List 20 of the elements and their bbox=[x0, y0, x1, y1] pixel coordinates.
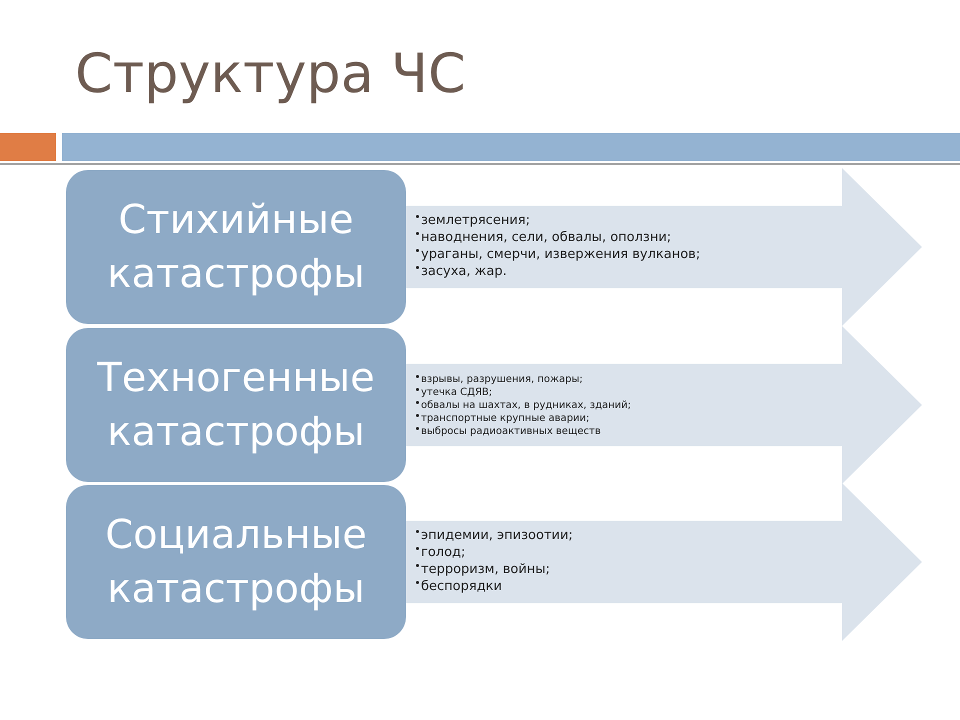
category-box: Социальные катастрофы bbox=[66, 485, 406, 639]
bullet-item: утечка СДЯВ; bbox=[421, 386, 492, 398]
bullet-item: обвалы на шахтах, в рудниках, зданий; bbox=[421, 398, 632, 412]
bullet-item: эпидемии, эпизоотии; bbox=[421, 528, 573, 546]
bullet-item: засуха, жар. bbox=[421, 264, 507, 281]
bullet-item: голод; bbox=[421, 545, 466, 562]
arrow-shape bbox=[406, 168, 922, 326]
bullet-item: транспортные крупные аварии; bbox=[421, 412, 590, 424]
bullet-item: ураганы, смерчи, извержения вулканов; bbox=[421, 247, 700, 264]
category-box: Техногенные катастрофы bbox=[66, 328, 406, 482]
bullet-item: беспорядки bbox=[421, 578, 502, 596]
bullet-item: взрывы, разрушения, пожары; bbox=[421, 372, 583, 386]
bullet-item: терроризм, войны; bbox=[421, 562, 550, 579]
bullet-item: наводнения, сели, обвалы, оползни; bbox=[421, 230, 672, 247]
arrow-shape bbox=[406, 326, 922, 484]
bullet-item: землетрясения; bbox=[421, 213, 530, 230]
category-box: Стихийные катастрофы bbox=[66, 170, 406, 324]
bullet-item: выбросы радиоактивных веществ bbox=[421, 424, 601, 438]
title: Структура ЧС bbox=[75, 42, 466, 107]
arrow-shape bbox=[406, 483, 922, 641]
